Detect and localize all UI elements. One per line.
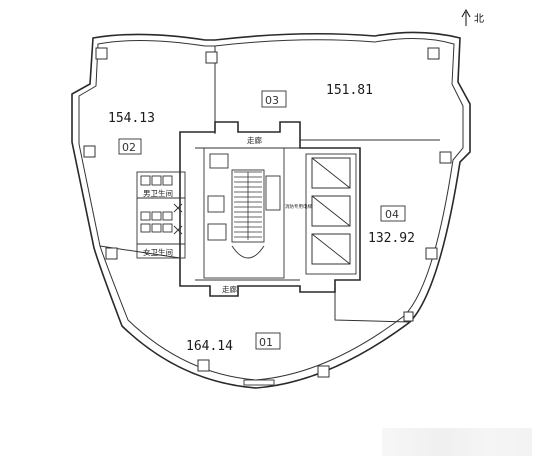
unit-04-id: 04 bbox=[385, 208, 399, 221]
unit-03-tag bbox=[261, 90, 287, 108]
unit-02-tag bbox=[118, 138, 142, 155]
elevator-bank bbox=[305, 153, 357, 275]
building-inner-outline bbox=[78, 37, 464, 381]
corridor-top-label: 走廊 bbox=[247, 135, 262, 145]
male-wc-label: 男卫生间 bbox=[143, 188, 173, 198]
shaft-b bbox=[207, 195, 225, 213]
stair-well bbox=[231, 169, 265, 243]
building-outline bbox=[71, 31, 471, 389]
female-wc-label: 女卫生间 bbox=[143, 247, 173, 257]
shaft-d bbox=[265, 175, 281, 211]
partition-wall-04-01 bbox=[334, 292, 411, 323]
shaft-c bbox=[207, 223, 227, 241]
unit-01-tag bbox=[255, 332, 281, 350]
stair-landing-arc bbox=[231, 245, 265, 259]
elevator-1 bbox=[311, 157, 351, 189]
unit-03-id: 03 bbox=[265, 94, 279, 107]
partition-wall-03-04 bbox=[299, 134, 440, 141]
fire-lift-label: 消防专用电梯 bbox=[285, 203, 312, 210]
columns bbox=[83, 47, 452, 378]
stair-core bbox=[203, 147, 285, 279]
unit-01-id: 01 bbox=[259, 336, 273, 349]
unit-04-tag bbox=[380, 205, 406, 222]
stair-treads bbox=[234, 171, 262, 240]
core-outline bbox=[179, 121, 361, 297]
shaft-a bbox=[209, 153, 229, 169]
unit-04-area: 132.92 bbox=[368, 231, 415, 246]
unit-02-area: 154.13 bbox=[108, 111, 155, 126]
entrance-step bbox=[243, 379, 275, 386]
north-label: 北 bbox=[474, 13, 484, 25]
unit-01-area: 164.14 bbox=[186, 339, 233, 354]
unit-03-area: 151.81 bbox=[326, 83, 373, 98]
north-arrow-icon bbox=[461, 8, 471, 26]
unit-02-id: 02 bbox=[122, 141, 136, 154]
watermark-blur bbox=[382, 428, 532, 456]
wc-fixtures bbox=[137, 175, 185, 245]
elevator-2 bbox=[311, 195, 351, 227]
corridor-bottom-label: 走廊 bbox=[222, 284, 237, 294]
wc-block bbox=[136, 171, 186, 259]
elevator-3 bbox=[311, 233, 351, 265]
